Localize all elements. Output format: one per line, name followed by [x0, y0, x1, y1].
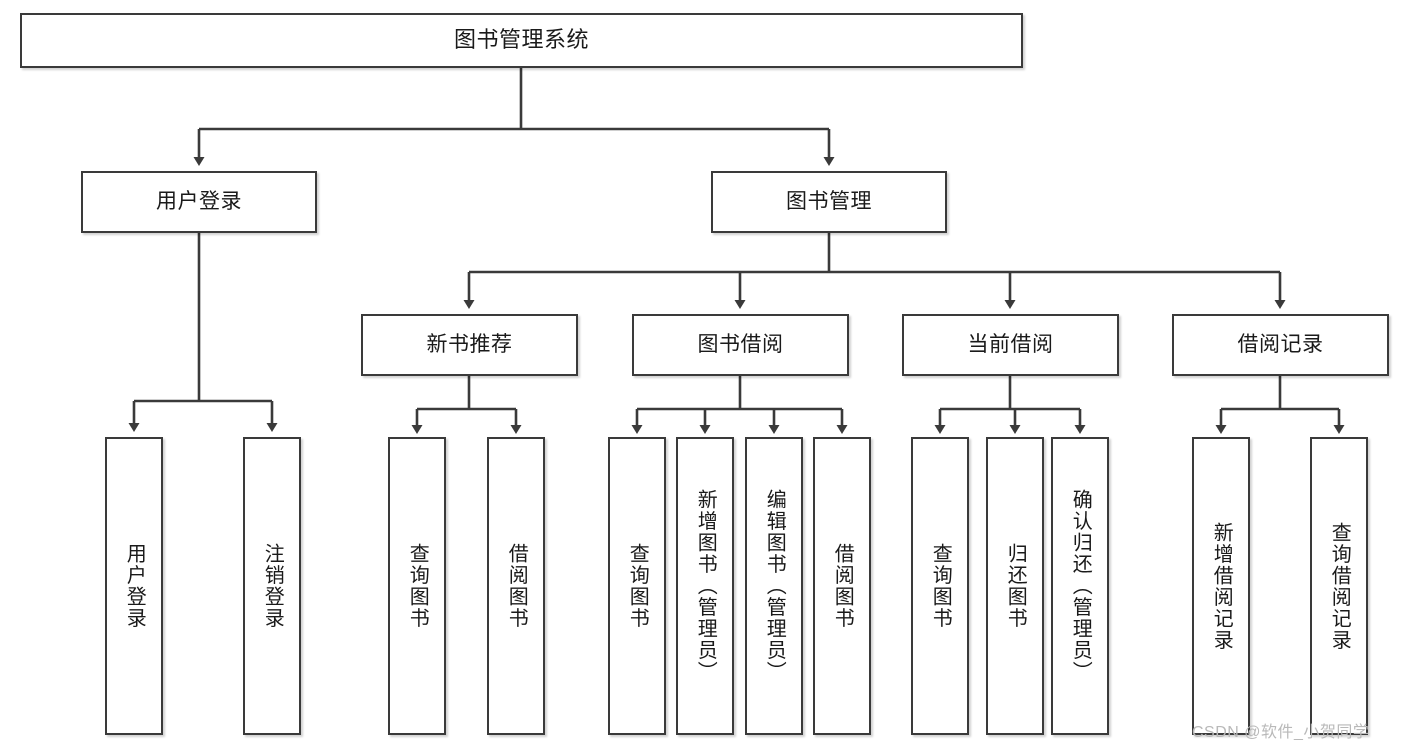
node-current-borrow[interactable]: 当前借阅: [902, 314, 1119, 376]
node-label: 图书管理系统: [453, 27, 589, 53]
node-label: 当前借阅: [967, 333, 1054, 357]
node-label: 查询图书: [406, 543, 429, 629]
node-label: 借阅记录: [1237, 333, 1324, 357]
node-label: 新书推荐: [426, 333, 513, 357]
node-label: 新增借阅记录: [1210, 521, 1233, 651]
node-label: 图书借阅: [697, 333, 784, 357]
node-label: 查询图书: [626, 543, 649, 629]
node-root-system[interactable]: 图书管理系统: [20, 13, 1023, 68]
node-leaf-add-book-admin[interactable]: 新增图书（管理员）: [676, 437, 734, 735]
csdn-watermark: CSDN @软件_小贺同学: [1192, 724, 1370, 741]
node-leaf-return-book[interactable]: 归还图书: [986, 437, 1044, 735]
node-label: 确认归还（管理员）: [1069, 489, 1092, 683]
node-leaf-query-book-rec[interactable]: 查询图书: [388, 437, 446, 735]
node-leaf-confirm-return-admin[interactable]: 确认归还（管理员）: [1051, 437, 1109, 735]
node-leaf-query-book-current[interactable]: 查询图书: [911, 437, 969, 735]
node-leaf-query-book-borrow[interactable]: 查询图书: [608, 437, 666, 735]
node-leaf-user-login[interactable]: 用户登录: [105, 437, 163, 735]
node-new-book-recommend[interactable]: 新书推荐: [361, 314, 578, 376]
node-label: 编辑图书（管理员）: [763, 489, 786, 683]
node-book-manage[interactable]: 图书管理: [711, 171, 947, 233]
node-label: 注销登录: [261, 543, 284, 629]
node-leaf-query-borrow-record[interactable]: 查询借阅记录: [1310, 437, 1368, 735]
node-label: 查询图书: [929, 543, 952, 629]
node-label: 新增图书（管理员）: [694, 489, 717, 683]
node-leaf-edit-book-admin[interactable]: 编辑图书（管理员）: [745, 437, 803, 735]
node-leaf-logout-login[interactable]: 注销登录: [243, 437, 301, 735]
node-label: 借阅图书: [831, 543, 854, 629]
node-label: 图书管理: [786, 190, 872, 214]
node-borrow-record[interactable]: 借阅记录: [1172, 314, 1389, 376]
node-leaf-borrow-book-rec[interactable]: 借阅图书: [487, 437, 545, 735]
node-leaf-add-borrow-record[interactable]: 新增借阅记录: [1192, 437, 1250, 735]
node-label: 用户登录: [123, 543, 146, 629]
node-label: 借阅图书: [505, 543, 528, 629]
node-book-borrow[interactable]: 图书借阅: [632, 314, 849, 376]
node-user-login[interactable]: 用户登录: [81, 171, 317, 233]
node-label: 归还图书: [1004, 543, 1027, 629]
node-leaf-borrow-book[interactable]: 借阅图书: [813, 437, 871, 735]
node-label: 查询借阅记录: [1328, 521, 1351, 651]
node-label: 用户登录: [156, 190, 242, 214]
